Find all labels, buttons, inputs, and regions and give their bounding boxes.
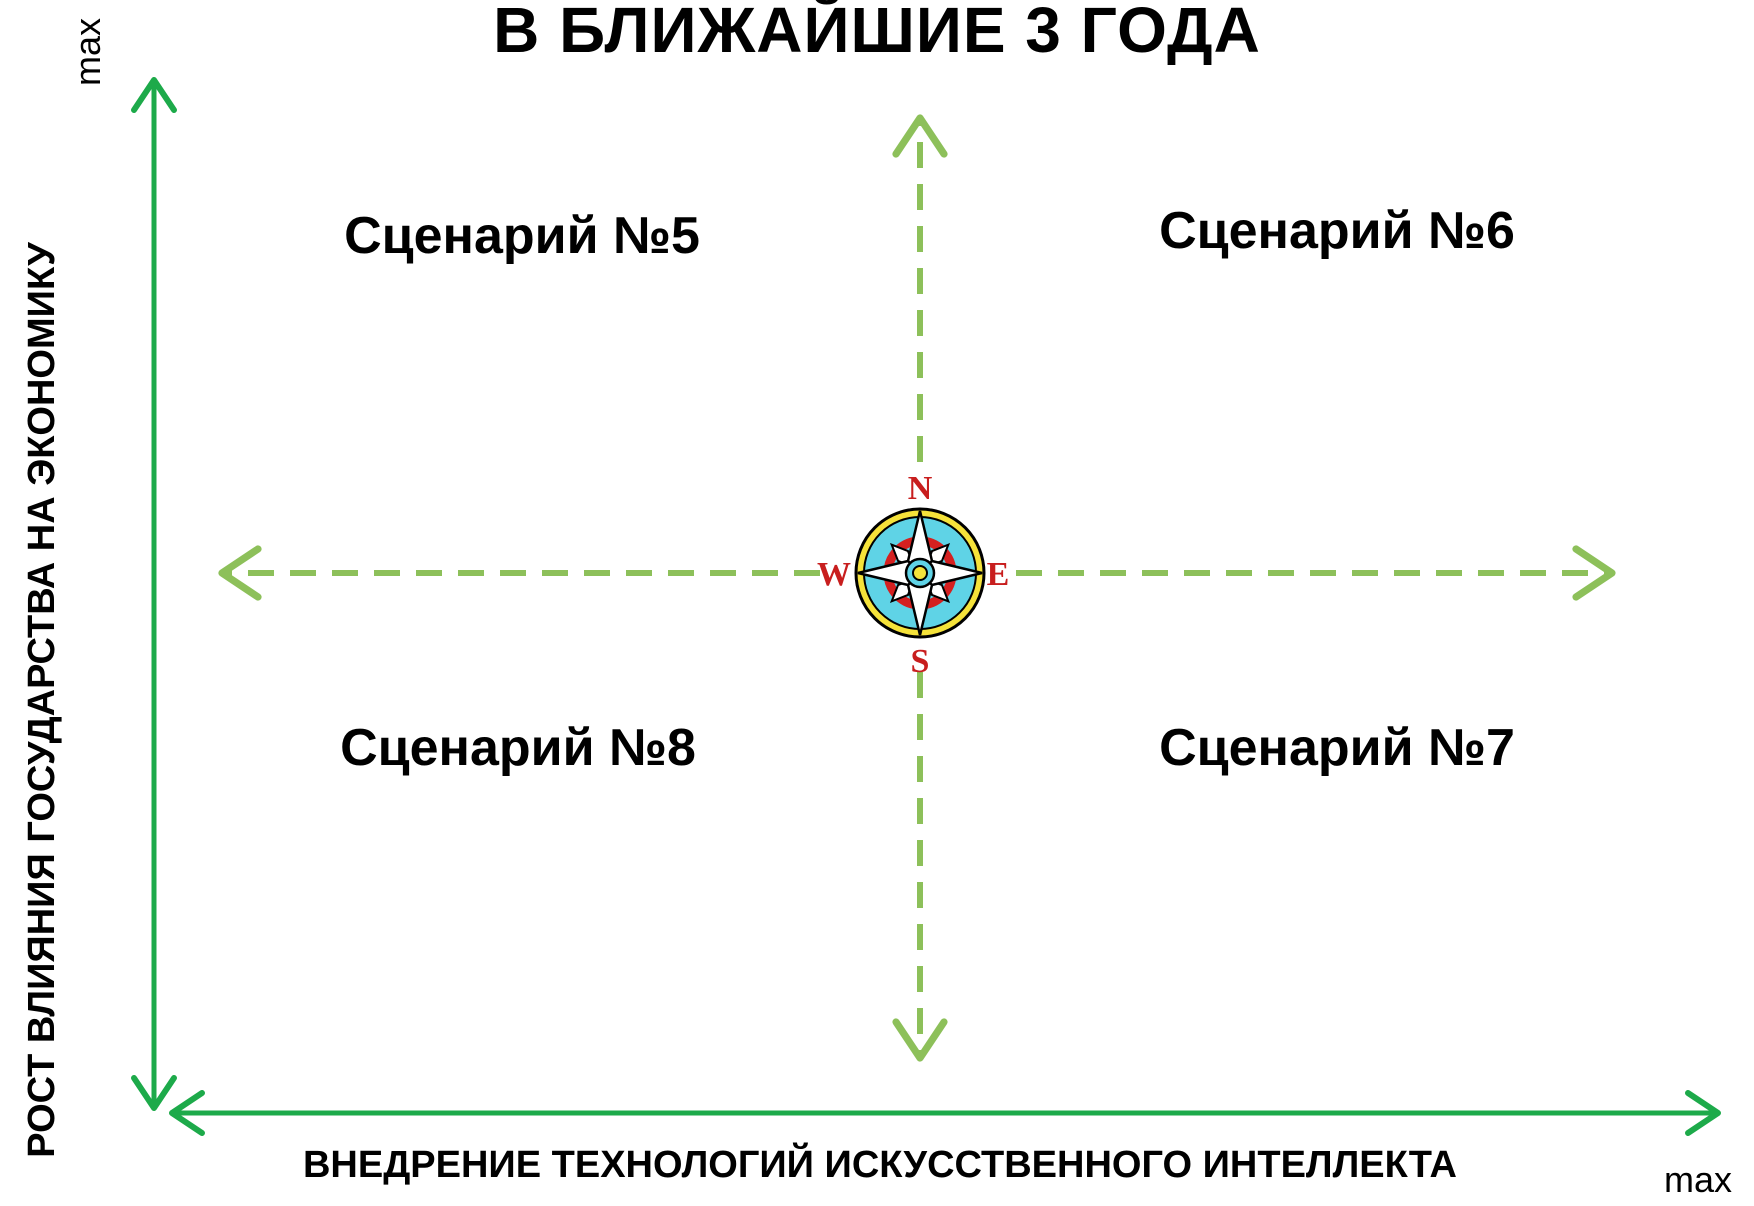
y-axis-max-label: max: [67, 17, 108, 87]
x-axis-label: ВНЕДРЕНИЕ ТЕХНОЛОГИЙ ИСКУССТВЕННОГО ИНТЕ…: [302, 1144, 1457, 1186]
scenario-7-label: Сценарий №7: [1159, 719, 1515, 777]
diagram-title: В БЛИЖАЙШИЕ 3 ГОДА: [493, 0, 1261, 66]
compass-icon: [854, 507, 986, 639]
scenario-8-label: Сценарий №8: [340, 719, 696, 777]
scenario-5-label: Сценарий №5: [344, 207, 700, 265]
compass-east-letter: E: [987, 556, 1010, 593]
compass-west-letter: W: [817, 556, 851, 593]
compass-north-letter: N: [908, 470, 933, 507]
compass-south-letter: S: [911, 643, 930, 680]
scenario-6-label: Сценарий №6: [1159, 202, 1515, 260]
x-axis-max-label: max: [1664, 1159, 1733, 1200]
y-axis-label: РОСТ ВЛИЯНИЯ ГОСУДАРСТВА НА ЭКОНОМИКУ: [21, 242, 63, 1158]
